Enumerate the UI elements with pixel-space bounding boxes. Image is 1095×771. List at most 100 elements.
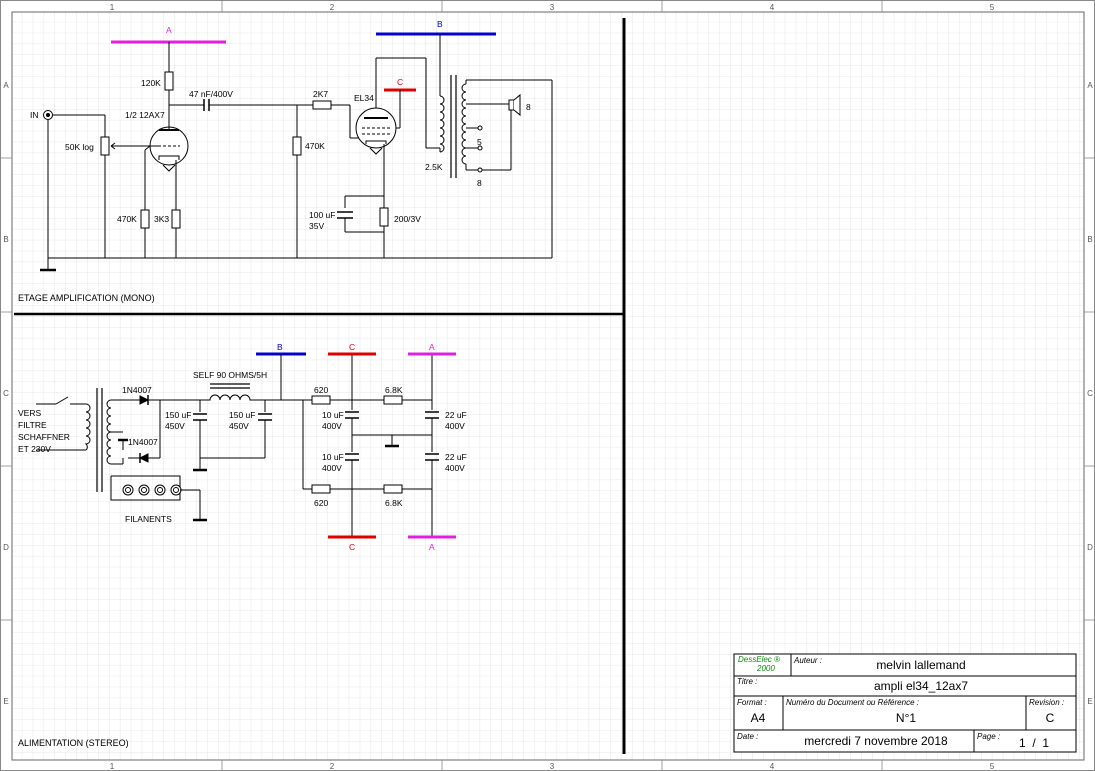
resistor-470k-grid <box>292 136 302 156</box>
date-value: mercredi 7 novembre 2018 <box>804 734 948 748</box>
resistor-470k <box>140 209 150 229</box>
row-label: E <box>3 697 8 706</box>
col-label: 1 <box>110 3 115 12</box>
column-labels-top: 1 2 3 4 5 <box>110 3 995 12</box>
label-tap-8: 8 <box>477 178 482 188</box>
rail-label-c: C <box>397 77 403 87</box>
col-label: 1 <box>110 762 115 771</box>
label-c2-2: 450V <box>229 421 249 431</box>
logo-year: 2000 <box>756 664 775 673</box>
rail-label-b: B <box>277 342 283 352</box>
label-grid-leak: 470K <box>305 141 325 151</box>
row-label: D <box>3 543 9 552</box>
potentiometer-50k <box>100 136 110 156</box>
revision-value: C <box>1046 711 1055 725</box>
label-c1-2: 450V <box>165 421 185 431</box>
mains-transformer-primary <box>84 403 91 451</box>
output-transformer-primary <box>439 95 445 153</box>
label-ot-primary: 2.5K <box>425 162 443 172</box>
logo-desselec: DessElec ® <box>738 655 780 664</box>
col-label: 4 <box>770 762 775 771</box>
label-c10b-1: 10 uF <box>322 452 344 462</box>
amplifier-labels: IN 50K log 120K 1/2 12AX7 47 nF/400V 2K7… <box>30 19 531 231</box>
label-c2-1: 150 uF <box>229 410 255 420</box>
author-label: Auteur : <box>793 656 822 665</box>
label-filaments: FILANENTS <box>125 514 172 524</box>
label-c22a-2: 400V <box>445 421 465 431</box>
row-label: C <box>1087 389 1093 398</box>
grid-background <box>12 12 1084 760</box>
format-label: Format : <box>737 698 767 707</box>
label-r620-bot: 620 <box>314 498 328 508</box>
rail-label-a: A <box>429 542 435 552</box>
label-diode-2: 1N4007 <box>128 437 158 447</box>
column-labels-bottom: 1 2 3 4 5 <box>110 762 995 771</box>
label-choke: SELF 90 OHMS/5H <box>193 370 267 380</box>
label-r-grid-470k: 470K <box>117 214 137 224</box>
label-c10a-2: 400V <box>322 421 342 431</box>
label-r620-top: 620 <box>314 385 328 395</box>
row-labels-right: A B C D E <box>1087 81 1093 706</box>
date-label: Date : <box>737 732 758 741</box>
row-label: B <box>3 235 8 244</box>
page-value: 1 / 1 <box>1019 736 1049 750</box>
diode-1n4007-1 <box>139 395 150 405</box>
label-r-cathode-power: 200/3V <box>394 214 421 224</box>
label-c10b-2: 400V <box>322 463 342 473</box>
docnum-label: Numéro du Document ou Référence : <box>786 698 919 707</box>
label-grid-stop: 2K7 <box>313 89 328 99</box>
resistor-3k3 <box>171 209 181 229</box>
col-label: 4 <box>770 3 775 12</box>
rail-label-a: A <box>166 25 172 35</box>
resistor-6k8-top <box>383 395 403 405</box>
label-c22b-1: 22 uF <box>445 452 467 462</box>
label-diode-1: 1N4007 <box>122 385 152 395</box>
label-r-cathode: 3K3 <box>154 214 169 224</box>
label-mains-1: VERS <box>18 408 41 418</box>
resistor-200 <box>379 207 389 227</box>
title-label: Titre : <box>737 677 757 686</box>
label-c22b-2: 400V <box>445 463 465 473</box>
label-input: IN <box>30 110 39 120</box>
title-block: DessElec ® 2000 Auteur : melvin lalleman… <box>733 653 1077 753</box>
section-title-amplifier: ETAGE AMPLIFICATION (MONO) <box>18 293 155 303</box>
row-label: E <box>1087 697 1092 706</box>
rail-label-a: A <box>429 342 435 352</box>
col-label: 2 <box>330 3 335 12</box>
resistor-6k8-bot <box>383 484 403 494</box>
label-power-tube: EL34 <box>354 93 374 103</box>
format-value: A4 <box>751 711 766 725</box>
row-label: D <box>1087 543 1093 552</box>
label-r68-top: 6.8K <box>385 385 403 395</box>
choke-inductor <box>200 394 265 401</box>
label-coupling-cap: 47 nF/400V <box>189 89 233 99</box>
label-speaker: 8 <box>526 102 531 112</box>
resistor-620-top <box>311 395 331 405</box>
row-labels-left: A B C D E <box>3 81 9 706</box>
rail-label-c: C <box>349 342 355 352</box>
label-cathode-cap-l1: 100 uF <box>309 210 335 220</box>
title-value: ampli el34_12ax7 <box>874 679 968 693</box>
sheet-border-inner <box>11 11 1085 761</box>
revision-label: Revision : <box>1029 698 1064 707</box>
rail-label-b: B <box>437 19 443 29</box>
power-schematic <box>36 352 456 539</box>
mains-switch <box>55 396 69 405</box>
resistor-620-bot <box>311 484 331 494</box>
label-pot: 50K log <box>65 142 94 152</box>
row-label: B <box>1087 235 1092 244</box>
row-label: A <box>1087 81 1093 90</box>
label-c1-1: 150 uF <box>165 410 191 420</box>
docnum-value: N°1 <box>896 711 916 725</box>
label-tube: 1/2 12AX7 <box>125 110 165 120</box>
amplifier-schematic <box>40 32 553 272</box>
label-mains-3: SCHAFFNER <box>18 432 70 442</box>
col-label: 3 <box>550 762 555 771</box>
col-label: 5 <box>990 762 995 771</box>
page-label: Page : <box>977 732 1000 741</box>
col-label: 3 <box>550 3 555 12</box>
label-c10a-1: 10 uF <box>322 410 344 420</box>
speaker-icon <box>508 99 515 111</box>
rail-label-c: C <box>349 542 355 552</box>
